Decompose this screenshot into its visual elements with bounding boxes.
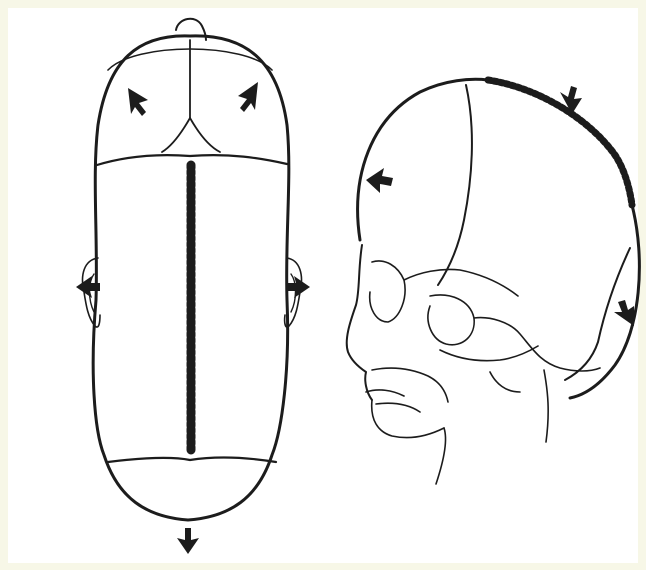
arrow-upper-left <box>128 88 148 116</box>
suture-right-branch <box>190 118 220 152</box>
zygomatic-line <box>404 269 518 296</box>
zygomatic-arch <box>440 346 538 361</box>
orbit <box>370 261 405 322</box>
lateral-synostosis <box>488 80 632 205</box>
ear-right-inner <box>291 274 296 312</box>
cranial-base <box>474 318 600 371</box>
mastoid <box>490 372 520 392</box>
arrow-forehead <box>366 168 393 193</box>
lower-suture <box>108 458 276 462</box>
maxilla <box>372 368 448 402</box>
neck-back <box>544 370 548 442</box>
coronal-suture-lateral <box>438 85 472 285</box>
suture-left-branch <box>162 118 190 152</box>
neck-front <box>436 428 446 484</box>
superior-view <box>76 19 310 554</box>
arrow-upper-right <box>238 82 258 112</box>
teeth-lines <box>366 390 420 412</box>
arrow-right <box>286 276 310 298</box>
arrow-bottom <box>177 528 199 554</box>
temporal-bone <box>428 295 474 345</box>
lateral-view <box>347 79 640 484</box>
face-outline <box>347 245 372 400</box>
arrow-occiput <box>614 300 634 326</box>
